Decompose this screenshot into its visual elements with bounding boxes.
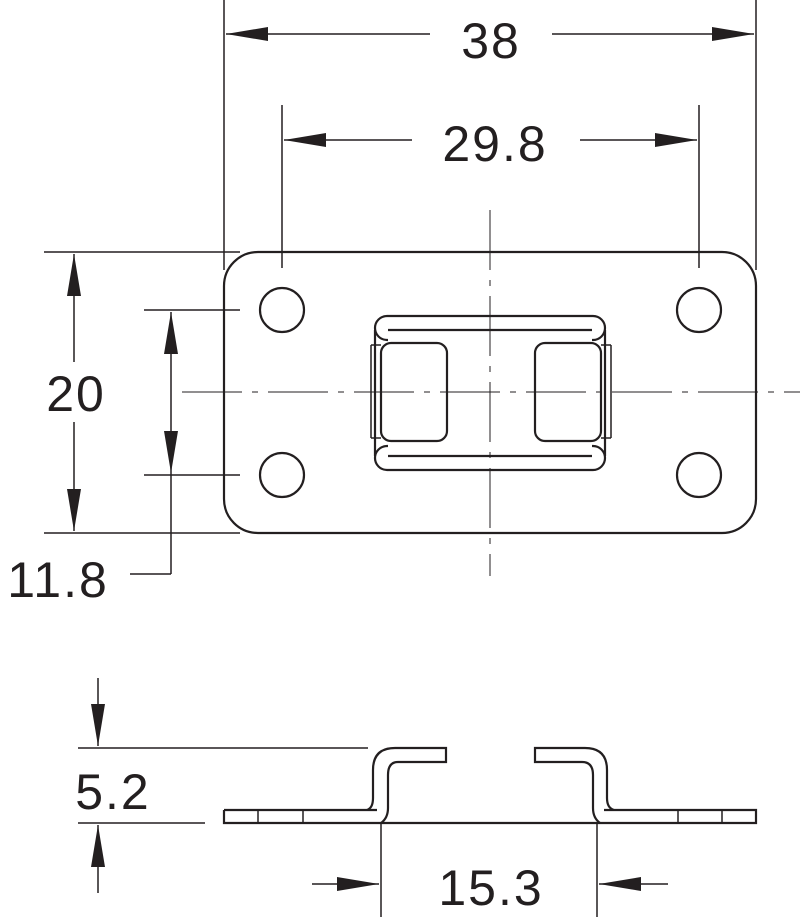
top-view: 38 29.8 20 11.8 — [7, 0, 800, 608]
dimension-label-inner-width: 15.3 — [438, 860, 543, 916]
dimension-hole-spacing-x: 29.8 — [284, 116, 697, 172]
side-left-hook — [366, 746, 448, 824]
dimension-label-overall-width: 38 — [461, 13, 521, 69]
side-view: 5.2 15.3 — [75, 678, 758, 917]
side-base-plate — [222, 808, 758, 825]
dimension-label-hole-spacing-x: 29.8 — [442, 116, 547, 172]
dimension-overall-height: 20 — [46, 254, 106, 531]
dimension-label-height: 5.2 — [75, 764, 151, 820]
side-right-hook — [533, 746, 615, 824]
mounting-hole-bottom-left — [258, 451, 306, 499]
dimension-hole-spacing-y: 11.8 — [7, 312, 178, 608]
dimension-label-overall-height: 20 — [46, 366, 106, 422]
dimension-label-hole-spacing-y: 11.8 — [7, 552, 109, 608]
side-extension-lines — [78, 747, 598, 917]
dimension-overall-width: 38 — [226, 13, 754, 69]
dimension-inner-width: 15.3 — [312, 860, 668, 916]
dimension-height: 5.2 — [75, 678, 151, 893]
extension-lines — [44, 0, 757, 534]
mounting-hole-top-right — [675, 286, 723, 334]
mounting-hole-bottom-right — [675, 451, 723, 499]
mounting-hole-top-left — [258, 286, 306, 334]
